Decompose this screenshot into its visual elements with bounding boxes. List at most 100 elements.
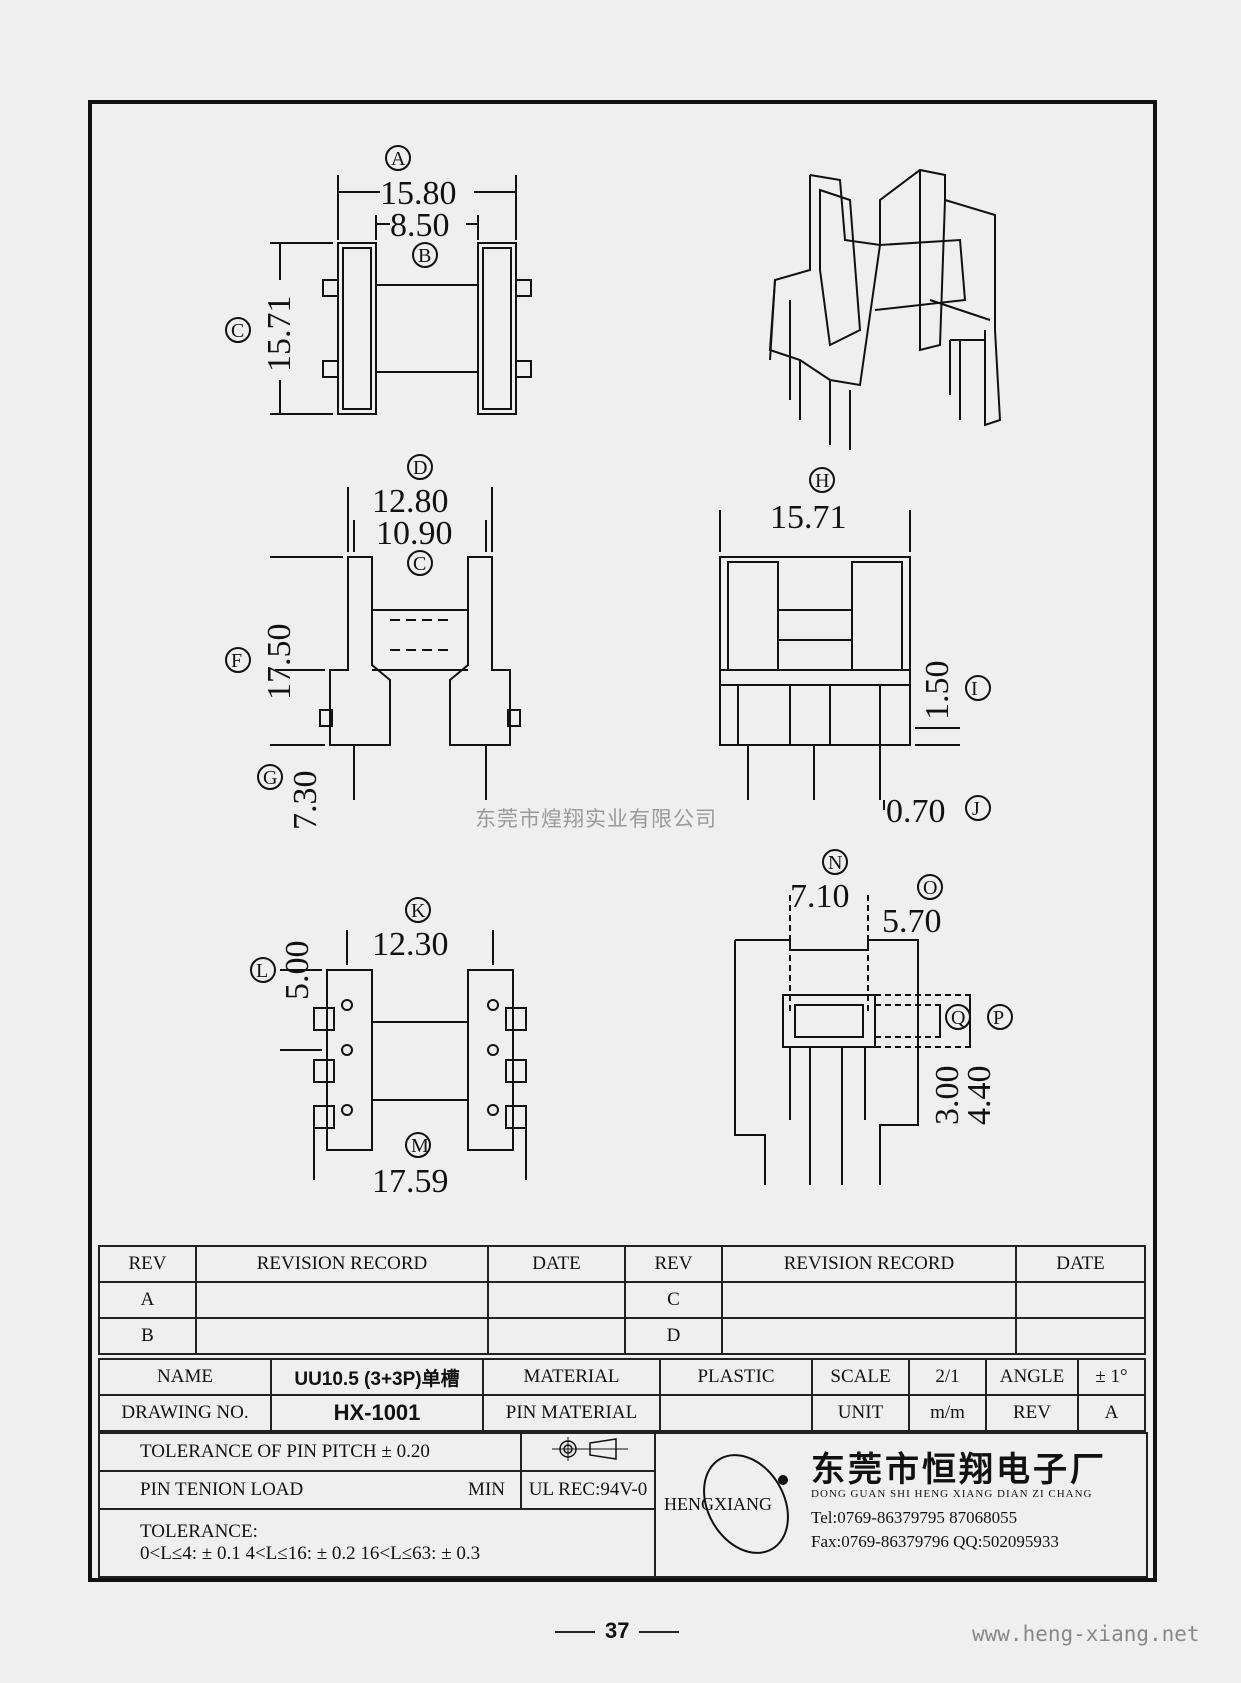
date-cell	[487, 1317, 626, 1355]
dim-C-front: 10.90	[376, 515, 453, 552]
material-label: MATERIAL	[482, 1358, 661, 1396]
side-view	[719, 467, 991, 821]
table-row: B D	[98, 1317, 1146, 1355]
dim-F: 17.50	[261, 624, 298, 701]
rev-value: A	[1077, 1394, 1146, 1432]
label-N: N	[828, 852, 842, 874]
rev-cell: A	[98, 1281, 197, 1319]
label-A: A	[391, 148, 406, 170]
dim-A: 15.80	[380, 175, 457, 212]
projection-symbol	[520, 1432, 656, 1472]
scale-label: SCALE	[811, 1358, 910, 1396]
revision-table: REV REVISION RECORD DATE REV REVISION RE…	[98, 1245, 1146, 1355]
tolerance-cell: TOLERANCE: 0<L≤4: ± 0.1 4<L≤16: ± 0.2 16…	[98, 1508, 656, 1578]
label-I: I	[971, 678, 978, 700]
label-F: F	[231, 650, 242, 672]
revision-record-header-2: REVISION RECORD	[721, 1245, 1017, 1283]
rev-cell: C	[624, 1281, 723, 1319]
unit-label: UNIT	[811, 1394, 910, 1432]
dim-L: 5.00	[279, 941, 316, 1001]
company-fax: Fax:0769-86379796 QQ:502095933	[811, 1532, 1059, 1551]
dim-M: 17.59	[372, 1163, 449, 1200]
angle-label: ANGLE	[985, 1358, 1079, 1396]
pin-tension-label: PIN TENION LOAD	[140, 1479, 304, 1500]
revision-record-header: REVISION RECORD	[195, 1245, 489, 1283]
label-P: P	[993, 1007, 1004, 1029]
rev-cell: B	[98, 1317, 197, 1355]
dim-P: 4.40	[961, 1066, 998, 1126]
dim-Q: 3.00	[929, 1066, 966, 1126]
dim-D: 12.80	[372, 483, 449, 520]
rev-header-2: REV	[624, 1245, 723, 1283]
date-header: DATE	[487, 1245, 626, 1283]
drawing-border	[88, 100, 1157, 1582]
label-Q: Q	[951, 1007, 966, 1029]
label-M: M	[411, 1135, 429, 1157]
front-view	[225, 454, 521, 800]
label-J: J	[972, 798, 980, 820]
rev-header: REV	[98, 1245, 197, 1283]
pin-material-label: PIN MATERIAL	[482, 1394, 661, 1432]
top-view	[225, 145, 532, 415]
bottom-view	[250, 897, 527, 1180]
company-name-pinyin: DONG GUAN SHI HENG XIANG DIAN ZI CHANG	[811, 1488, 1093, 1500]
company-tel: Tel:0769-86379795 87068055	[811, 1508, 1018, 1527]
dim-K: 12.30	[372, 926, 449, 963]
tolerance-block: TOLERANCE OF PIN PITCH ± 0.20 PIN TENION…	[98, 1432, 656, 1578]
label-D: D	[413, 457, 427, 479]
drawing-number: HX-1001	[270, 1394, 484, 1432]
angle-value: ± 1°	[1077, 1358, 1146, 1396]
label-C2: C	[413, 553, 426, 575]
company-logo	[703, 1454, 789, 1554]
dim-N: 7.10	[790, 878, 850, 915]
label-B: B	[418, 245, 431, 267]
dim-B: 8.50	[390, 207, 450, 244]
pin-tension-row: PIN TENION LOAD MIN	[98, 1470, 522, 1510]
record-cell	[721, 1281, 1017, 1319]
pin-tension-min: MIN	[468, 1479, 505, 1500]
date-cell	[1015, 1317, 1146, 1355]
dim-J: 0.70	[886, 793, 946, 830]
isometric-view	[768, 168, 1002, 450]
part-name: UU10.5 (3+3P)单槽	[270, 1358, 484, 1396]
table-row: A C	[98, 1281, 1146, 1319]
page-number: 37	[545, 1618, 689, 1644]
company-block: HENGXIANG 东莞市恒翔电子厂 DONG GUAN SHI HENG XI…	[656, 1432, 1148, 1578]
website-url: www.heng-xiang.net	[972, 1622, 1200, 1646]
dim-C: 15.71	[261, 296, 298, 373]
tolerance-values: 0<L≤4: ± 0.1 4<L≤16: ± 0.2 16<L≤63: ± 0.…	[140, 1543, 481, 1564]
logo-text: HENGXIANG	[664, 1494, 772, 1514]
company-name-cn: 东莞市恒翔电子厂	[811, 1450, 1107, 1490]
dim-O: 5.70	[882, 903, 942, 940]
record-cell	[195, 1281, 489, 1319]
dim-I: 1.50	[919, 661, 956, 721]
drawing-no-label: DRAWING NO.	[98, 1394, 272, 1432]
record-cell	[721, 1317, 1017, 1355]
material-value: PLASTIC	[659, 1358, 813, 1396]
title-block: NAME UU10.5 (3+3P)单槽 MATERIAL PLASTIC SC…	[98, 1358, 1146, 1432]
pin-pitch-tolerance: TOLERANCE OF PIN PITCH ± 0.20	[98, 1432, 522, 1472]
date-header-2: DATE	[1015, 1245, 1146, 1283]
unit-value: m/m	[908, 1394, 987, 1432]
label-H: H	[815, 470, 829, 492]
dim-G: 7.30	[287, 771, 324, 831]
label-G: G	[263, 767, 277, 789]
ul-rating: UL REC:94V-0	[520, 1470, 656, 1510]
record-cell	[195, 1317, 489, 1355]
scale-value: 2/1	[908, 1358, 987, 1396]
section-view	[734, 849, 1013, 1185]
watermark: 东莞市煌翔实业有限公司	[475, 807, 717, 831]
rev-label: REV	[985, 1394, 1079, 1432]
label-L: L	[256, 960, 268, 982]
dim-H: 15.71	[770, 499, 847, 536]
label-C: C	[231, 320, 244, 342]
rev-cell: D	[624, 1317, 723, 1355]
label-O: O	[923, 877, 937, 899]
pin-material-value	[659, 1394, 813, 1432]
projection-icon	[552, 1437, 628, 1461]
tolerance-title: TOLERANCE:	[140, 1521, 258, 1542]
label-K: K	[411, 900, 426, 922]
date-cell	[487, 1281, 626, 1319]
name-label: NAME	[98, 1358, 272, 1396]
